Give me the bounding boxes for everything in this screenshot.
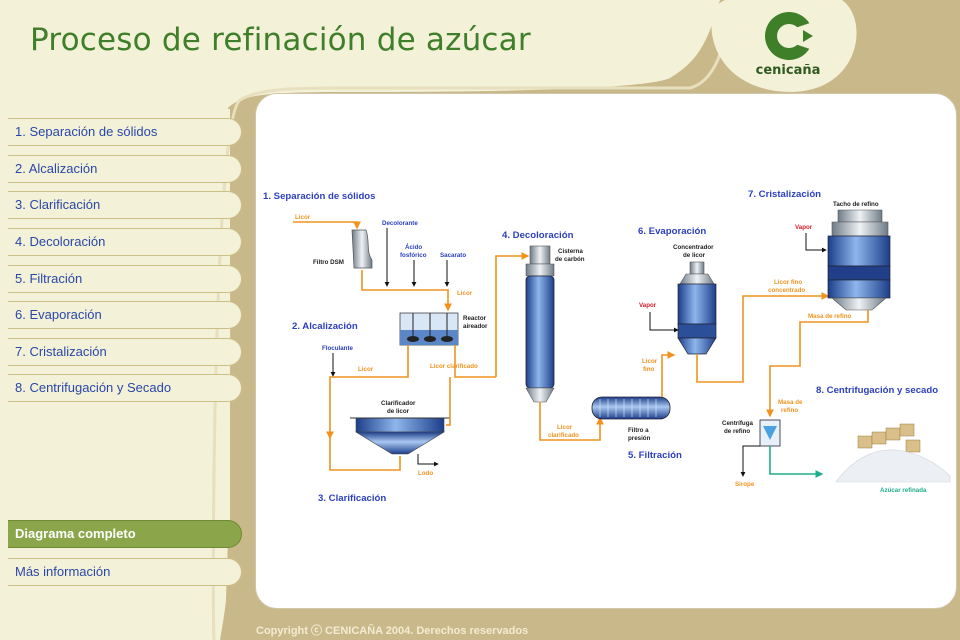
label-decolorante: Decolorante <box>382 220 418 227</box>
stage-title-2: 2. Alcalización <box>292 321 358 332</box>
nav-item-evaporacion[interactable]: 6. Evaporación <box>8 301 242 329</box>
label-reactor-2: aireador <box>463 323 488 330</box>
label-centrifuga-1: Centrífuga <box>722 420 753 427</box>
page-title: Proceso de refinación de azúcar <box>30 22 531 58</box>
label-licor-fino-conc-2: concentrado <box>768 287 805 294</box>
stage-title-4: 4. Decoloración <box>502 230 574 241</box>
copyright-footer: Copyright ⓒ CENICAÑA 2004. Derechos rese… <box>256 625 529 637</box>
label-reactor-1: Reactor <box>463 315 487 322</box>
nav-item-cristalizacion[interactable]: 7. Cristalización <box>8 338 242 366</box>
label-masa-refino: Masa de refino <box>808 313 852 320</box>
nav-item-mas-informacion[interactable]: Más información <box>8 558 242 586</box>
label-licor-in: Licor <box>295 214 311 221</box>
label-sacarato: Sacarato <box>440 252 466 259</box>
label-filtro-dsm: Filtro DSM <box>313 259 344 266</box>
label-tacho: Tacho de refino <box>833 201 879 208</box>
label-licor-clar2-1: Licor <box>557 424 573 431</box>
nav-item-alcalizacion[interactable]: 2. Alcalización <box>8 155 242 183</box>
reactor-aireador <box>399 312 459 346</box>
concentrador-de-licor <box>677 261 717 355</box>
stage-title-6: 6. Evaporación <box>638 226 706 237</box>
label-lodo: Lodo <box>418 470 433 477</box>
label-azucar-refinada: Azúcar refinada <box>880 487 927 494</box>
label-licor-fino-conc-1: Licor fino <box>774 279 802 286</box>
label-licor-clarificado: Licor clarificado <box>430 363 478 370</box>
label-sirope: Sirope <box>735 481 755 488</box>
label-clarificador-1: Clarificador <box>381 400 416 407</box>
nav-item-filtracion[interactable]: 5. Filtración <box>8 265 242 293</box>
cenicana-logo <box>765 12 831 60</box>
stage-title-3: 3. Clarificación <box>318 493 386 504</box>
label-acido-1: Ácido <box>405 244 422 251</box>
label-licor-2: Licor <box>457 290 473 297</box>
nav-item-clarificacion[interactable]: 3. Clarificación <box>8 191 242 219</box>
label-filtro-presion-1: Filtro a <box>628 427 649 434</box>
clarificador-de-licor <box>350 417 450 455</box>
label-cisterna-2: de carbón <box>555 256 585 263</box>
label-licor-fino-2: fino <box>643 366 655 373</box>
stage-title-5: 5. Filtración <box>628 450 682 461</box>
stage-title-1: 1. Separación de sólidos <box>263 191 376 202</box>
stage-title-7: 7. Cristalización <box>748 189 821 200</box>
nav-item-diagrama-completo[interactable]: Diagrama completo <box>8 520 242 548</box>
label-concentrador-2: de licor <box>683 252 706 259</box>
label-concentrador-1: Concentrador <box>673 244 714 251</box>
tacho-de-refino <box>827 209 891 311</box>
nav-item-decoloracion[interactable]: 4. Decoloración <box>8 228 242 256</box>
label-masa-refino2-1: Masa de <box>778 399 803 406</box>
stage-title-8: 8. Centrifugación y secado <box>816 385 938 396</box>
label-acido-2: fosfórico <box>400 252 427 259</box>
label-filtro-presion-2: presión <box>628 435 651 442</box>
label-floculante: Floculante <box>322 345 353 352</box>
nav-item-centrifugacion[interactable]: 8. Centrifugación y Secado <box>8 374 242 402</box>
filtro-a-presion <box>591 396 671 420</box>
label-vapor-1: Vapor <box>639 302 657 309</box>
centrifuga-de-refino <box>759 419 781 447</box>
label-licor-clar2-2: clarificado <box>548 432 579 439</box>
cisterna-de-carbon <box>525 245 555 403</box>
diagram-panel <box>255 93 957 609</box>
label-licor-3: Licor <box>358 366 374 373</box>
label-masa-refino2-2: refino <box>781 407 798 414</box>
logo-text: cenicaña <box>755 63 821 78</box>
azucar-refinada-pile <box>835 423 951 483</box>
filtro-dsm <box>351 229 373 269</box>
label-licor-fino-1: Licor <box>642 358 658 365</box>
label-clarificador-2: de licor <box>387 408 410 415</box>
label-cisterna-1: Cisterna <box>558 248 583 255</box>
nav-item-separacion[interactable]: 1. Separación de sólidos <box>8 118 242 146</box>
label-centrifuga-2: de refino <box>724 428 750 435</box>
label-vapor-2: Vapor <box>795 224 813 231</box>
